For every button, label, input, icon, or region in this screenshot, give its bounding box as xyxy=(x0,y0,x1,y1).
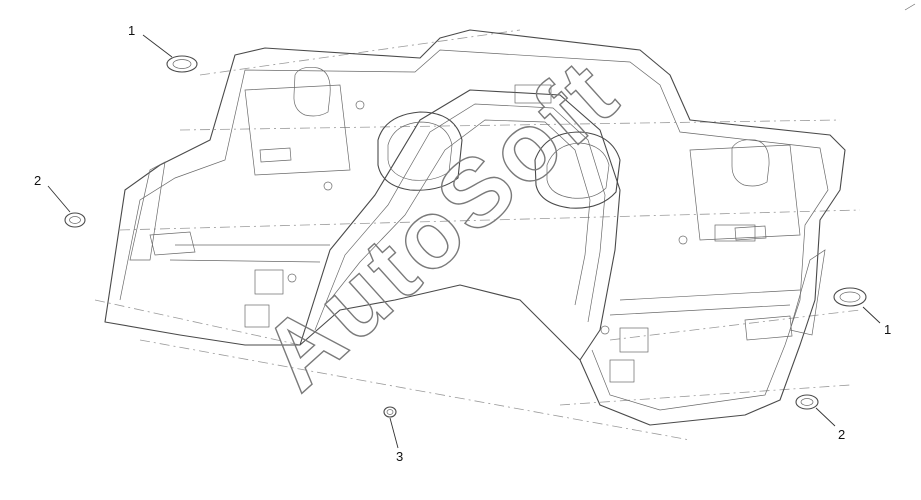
construction-lines xyxy=(94,29,861,441)
part-2-plug-left xyxy=(64,212,86,228)
leader-lines xyxy=(47,34,881,449)
corner-mark xyxy=(904,3,916,11)
callout-labels: 1 1 2 2 3 xyxy=(34,23,891,464)
callout-2-bottom-right: 2 xyxy=(838,427,845,442)
part-1-plug-right xyxy=(833,287,867,307)
callout-2-left: 2 xyxy=(34,173,41,188)
callout-1-top-left: 1 xyxy=(128,23,135,38)
floor-pan-body xyxy=(104,29,846,426)
part-2-plug-bottom-right xyxy=(795,394,819,410)
part-1-plug-top-left xyxy=(166,55,198,73)
callout-1-right: 1 xyxy=(884,322,891,337)
part-3-plug-bottom xyxy=(383,406,397,418)
callout-3-bottom: 3 xyxy=(396,449,403,464)
watermark: AutoSoft xyxy=(242,39,638,411)
